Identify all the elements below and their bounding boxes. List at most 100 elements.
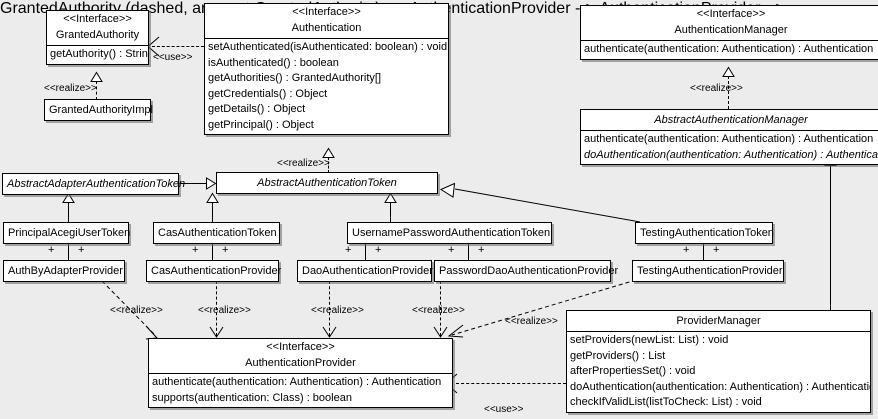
association-marker-left-castoken: + — [192, 244, 199, 256]
operation-setauthenticated: setAuthenticated(isAuthenticated: boolea… — [208, 41, 448, 53]
realize-label-provider-3: <<realize>> — [311, 305, 364, 316]
realize-arrowhead-casprovider — [209, 326, 224, 338]
class-cas-authentication-token[interactable]: CasAuthenticationToken — [153, 222, 280, 244]
stereotype-label-authentication-manager: <<Interface>> — [696, 8, 766, 20]
class-testing-authentication-token[interactable]: TestingAuthenticationToken — [635, 222, 774, 244]
generalization-line-casauthenticationtoken — [212, 202, 213, 222]
class-name-authentication-manager: AuthenticationManager — [674, 24, 788, 36]
operations-compartment-granted-authority: getAuthority() : String — [47, 45, 148, 64]
association-marker-right-testingtoken: + — [713, 244, 720, 256]
class-cas-authentication-provider[interactable]: CasAuthenticationProvider — [146, 260, 282, 282]
use-line-providermanager — [456, 383, 566, 384]
association-line-userpass-daoprovider — [365, 242, 366, 261]
stereotype-label-granted-authority: <<Interface>> — [63, 13, 132, 25]
class-testing-authentication-provider[interactable]: TestingAuthenticationProvider — [632, 260, 784, 282]
association-marker-right-userpass-dao: + — [375, 244, 382, 256]
operation-isauthenticated: isAuthenticated() : boolean — [208, 56, 339, 69]
generalization-line-principalacegiusertoken — [68, 202, 69, 222]
class-name-granted-authority-impl: GrantedAuthorityImpl — [49, 104, 153, 116]
class-authentication-manager[interactable]: <<Interface>> AuthenticationManager auth… — [580, 5, 878, 60]
use-line-authentication-grantedauthority — [152, 46, 204, 47]
association-marker-left-testingtoken: + — [683, 244, 690, 256]
class-header-provider-manager: ProviderManager — [567, 311, 870, 331]
class-abstract-authentication-manager[interactable]: AbstractAuthenticationManager authentica… — [580, 109, 878, 165]
operation-getauthorities: getAuthorities() : GrantedAuthority[] — [208, 72, 382, 84]
operation-getcredentials: getCredentials() : Object — [208, 87, 328, 100]
class-header-authentication: <<Interface>> Authentication — [205, 4, 448, 38]
class-name-provider-manager: ProviderManager — [676, 315, 761, 327]
realize-arrowhead-passworddaoprovider — [433, 326, 448, 338]
generalization-line-usernamepasswordtoken — [390, 202, 391, 222]
use-label-grantedauthority: <<use>> — [153, 52, 193, 63]
operations-compartment-authentication: setAuthenticated(isAuthenticated: boolea… — [205, 38, 448, 134]
class-name-authentication: Authentication — [291, 22, 362, 34]
association-line-testingtoken-testingprovider — [703, 242, 704, 261]
class-name-abstract-authentication-token: AbstractAuthenticationToken — [257, 177, 397, 189]
association-marker-left-principalacegi: + — [48, 244, 55, 256]
realize-label-authentication: <<realize>> — [277, 158, 330, 169]
use-label-providermanager: <<use>> — [484, 404, 524, 415]
operation-getproviders: getProviders() : List — [570, 349, 666, 362]
operation-getprincipal: getPrincipal() : Object — [208, 118, 314, 131]
operations-compartment-authentication-manager: authenticate(authentication: Authenticat… — [581, 40, 878, 59]
class-name-cas-authentication-provider: CasAuthenticationProvider — [151, 265, 282, 277]
operations-compartment-provider-manager: setProviders(newList: List) : void getPr… — [567, 331, 870, 412]
realize-line-abstractauthenticationtoken — [328, 157, 329, 173]
operation-doauthentication-abstract-manager: doAuthentication(authentication: Authent… — [584, 148, 878, 161]
class-name-testing-authentication-token: TestingAuthenticationToken — [640, 227, 774, 239]
association-marker-right-userpass-passworddao: + — [478, 244, 485, 256]
realize-label-provider-1: <<realize>> — [110, 305, 163, 316]
realize-line-daoauthenticationprovider — [329, 281, 330, 336]
class-granted-authority-impl[interactable]: GrantedAuthorityImpl — [44, 99, 153, 121]
association-marker-left-userpass-dao: + — [345, 244, 352, 256]
class-header-abstract-authentication-manager: AbstractAuthenticationManager — [581, 110, 878, 130]
operation-setproviders: setProviders(newList: List) : void — [570, 334, 729, 346]
realize-line-abstractauthenticationmanager — [728, 76, 729, 109]
class-principal-acegi-user-token[interactable]: PrincipalAcegiUserToken — [3, 222, 131, 244]
class-authentication[interactable]: <<Interface>> Authentication setAuthenti… — [204, 3, 449, 135]
operation-checkifvalidlist: checkIfValidList(listToCheck: List) : vo… — [570, 396, 762, 408]
stereotype-label-authentication: <<Interface>> — [292, 6, 361, 18]
association-marker-right-castoken: + — [222, 244, 229, 256]
operation-afterpropertiesset: afterPropertiesSet() : void — [570, 365, 696, 377]
operation-authenticate-manager: authenticate(authentication: Authenticat… — [584, 43, 874, 55]
stereotype-label-authentication-provider: <<Interface>> — [266, 341, 335, 353]
realize-line-grantedauthorityimpl — [96, 81, 97, 100]
class-name-principal-acegi-user-token: PrincipalAcegiUserToken — [8, 227, 131, 239]
association-line-castoken-casprovider — [212, 242, 213, 261]
class-name-testing-authentication-provider: TestingAuthenticationProvider — [637, 265, 783, 277]
operations-compartment-authentication-provider: authenticate(authentication: Authenticat… — [149, 373, 452, 407]
operation-getdetails: getDetails() : Object — [208, 103, 306, 115]
class-username-password-authentication-token[interactable]: UsernamePasswordAuthenticationToken — [347, 222, 552, 244]
class-provider-manager[interactable]: ProviderManager setProviders(newList: Li… — [566, 310, 871, 413]
operation-authenticate-provider: authenticate(authentication: Authenticat… — [152, 376, 442, 388]
class-dao-authentication-provider[interactable]: DaoAuthenticationProvider — [297, 260, 433, 282]
class-password-dao-authentication-provider[interactable]: PasswordDaoAuthenticationProvider — [434, 260, 619, 282]
class-name-username-password-authentication-token: UsernamePasswordAuthenticationToken — [352, 227, 551, 239]
class-name-authentication-provider: AuthenticationProvider — [245, 357, 356, 369]
generalization-line-testingauthenticationtoken — [439, 182, 641, 223]
class-auth-by-adapter-provider[interactable]: AuthByAdapterProvider — [3, 260, 125, 282]
class-header-authentication-provider: <<Interface>> AuthenticationProvider — [149, 339, 452, 373]
class-name-password-dao-authentication-provider: PasswordDaoAuthenticationProvider — [439, 265, 619, 277]
operations-compartment-abstract-authentication-manager: authenticate(authentication: Authenticat… — [581, 130, 878, 164]
class-name-abstract-authentication-manager: AbstractAuthenticationManager — [654, 114, 808, 126]
generalization-line-providermanager — [830, 165, 831, 310]
class-name-cas-authentication-token: CasAuthenticationToken — [158, 227, 277, 239]
class-abstract-authentication-token[interactable]: AbstractAuthenticationToken — [216, 172, 438, 194]
class-authentication-provider[interactable]: <<Interface>> AuthenticationProvider aut… — [148, 338, 453, 408]
realize-label-authenticationmanager: <<realize>> — [690, 83, 743, 94]
operation-doauthentication-provider-manager: doAuthentication(authentication: Authent… — [570, 380, 870, 393]
association-line-userpass-passworddaoprovider — [468, 242, 469, 261]
class-abstract-adapter-authentication-token[interactable]: AbstractAdapterAuthenticationToken — [2, 173, 185, 195]
class-header-authentication-manager: <<Interface>> AuthenticationManager — [581, 6, 878, 40]
class-header-granted-authority: <<Interface>> GrantedAuthority — [47, 11, 148, 45]
association-marker-right-principalacegi: + — [78, 244, 85, 256]
operation-getauthority: getAuthority() : String — [50, 48, 148, 60]
realize-line-casauthenticationprovider — [216, 281, 217, 336]
operation-supports-provider: supports(authentication: Class) : boolea… — [152, 391, 352, 404]
generalization-line-abstractadapter — [178, 183, 208, 184]
class-granted-authority[interactable]: <<Interface>> GrantedAuthority getAuthor… — [46, 10, 149, 65]
class-name-granted-authority: GrantedAuthority — [55, 29, 140, 41]
